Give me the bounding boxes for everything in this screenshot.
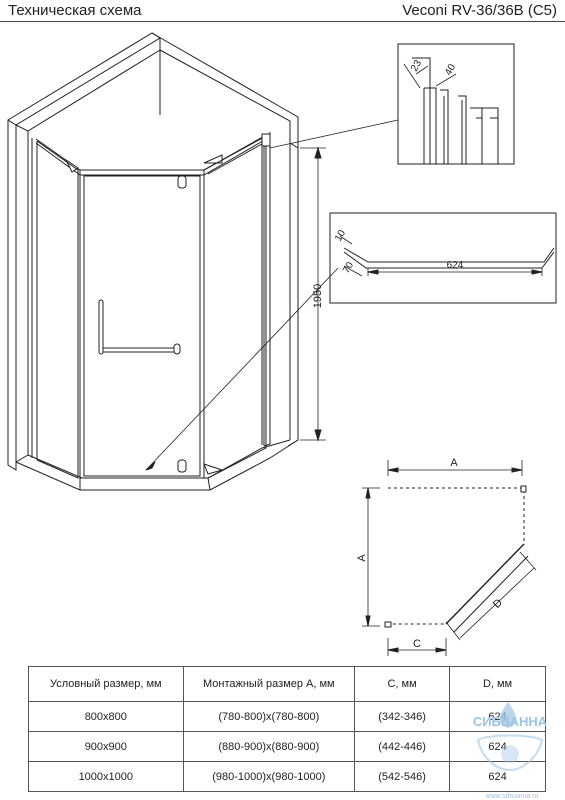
cell-d: 624 xyxy=(449,761,546,792)
cell-size: 1000х1000 xyxy=(28,761,184,792)
table-row: 800х800 (780-800)х(780-800) (342-346) 62… xyxy=(28,701,546,732)
plan-label-d: D xyxy=(491,597,505,611)
plan-label-c: C xyxy=(413,638,421,650)
profile-label-a: 23 xyxy=(409,58,424,74)
plan-label-a-side: A xyxy=(356,554,368,562)
perspective-view xyxy=(7,32,299,491)
hinge-bottom xyxy=(177,459,187,473)
right-panel xyxy=(203,135,267,479)
col-header-mount: Монтажный размер А, мм xyxy=(182,666,356,702)
header-rule xyxy=(0,21,565,22)
door-handle xyxy=(98,299,104,355)
size-table: Условный размер, мм Монтажный размер А, … xyxy=(28,666,546,792)
watermark-url: www.sibvanna.ru xyxy=(485,793,539,800)
top-profile-length: 624 xyxy=(447,260,464,271)
leader-line-top xyxy=(145,267,339,471)
plan-outline xyxy=(388,487,525,625)
cell-mount: (880-900)х(880-900) xyxy=(182,731,356,762)
col-header-c: С, мм xyxy=(354,666,451,702)
cell-c: (442-446) xyxy=(354,731,451,762)
profile-label-b: 40 xyxy=(443,62,458,78)
cell-c: (342-346) xyxy=(354,701,451,732)
plan-view xyxy=(362,460,537,656)
leader-line-profile xyxy=(269,119,399,149)
table-header-row: Условный размер, мм Монтажный размер А, … xyxy=(28,666,546,702)
hinge-top xyxy=(177,175,187,189)
shower-tray xyxy=(15,439,299,491)
table-row: 1000х1000 (980-1000)х(980-1000) (542-546… xyxy=(28,761,546,792)
top-profile-label-a: 10 xyxy=(333,228,348,244)
right-wall xyxy=(151,32,299,149)
plan-label-a-top: A xyxy=(450,457,458,469)
model-name: Veconi RV-36/36B (C5) xyxy=(402,2,557,19)
top-profile-label-b: 70 xyxy=(341,260,356,276)
height-label: 1950 xyxy=(312,284,324,308)
height-dimension xyxy=(300,146,326,442)
watermark-logo: СИБВАННА www.sibvanna.ru xyxy=(473,702,548,800)
door-panel xyxy=(79,169,205,479)
page-title: Техническая схема xyxy=(8,2,142,19)
profile-detail xyxy=(397,43,515,165)
watermark-brand: СИБВАННА xyxy=(473,714,548,729)
cell-mount: (980-1000)х(980-1000) xyxy=(182,761,356,792)
cell-c: (542-546) xyxy=(354,761,451,792)
top-profile-detail xyxy=(329,212,557,304)
cell-size: 900х900 xyxy=(28,731,184,762)
col-header-size: Условный размер, мм xyxy=(28,666,184,702)
left-panel xyxy=(31,138,38,460)
cell-size: 800х800 xyxy=(28,701,184,732)
col-header-d: D, мм xyxy=(449,666,546,702)
cell-mount: (780-800)х(780-800) xyxy=(182,701,356,732)
